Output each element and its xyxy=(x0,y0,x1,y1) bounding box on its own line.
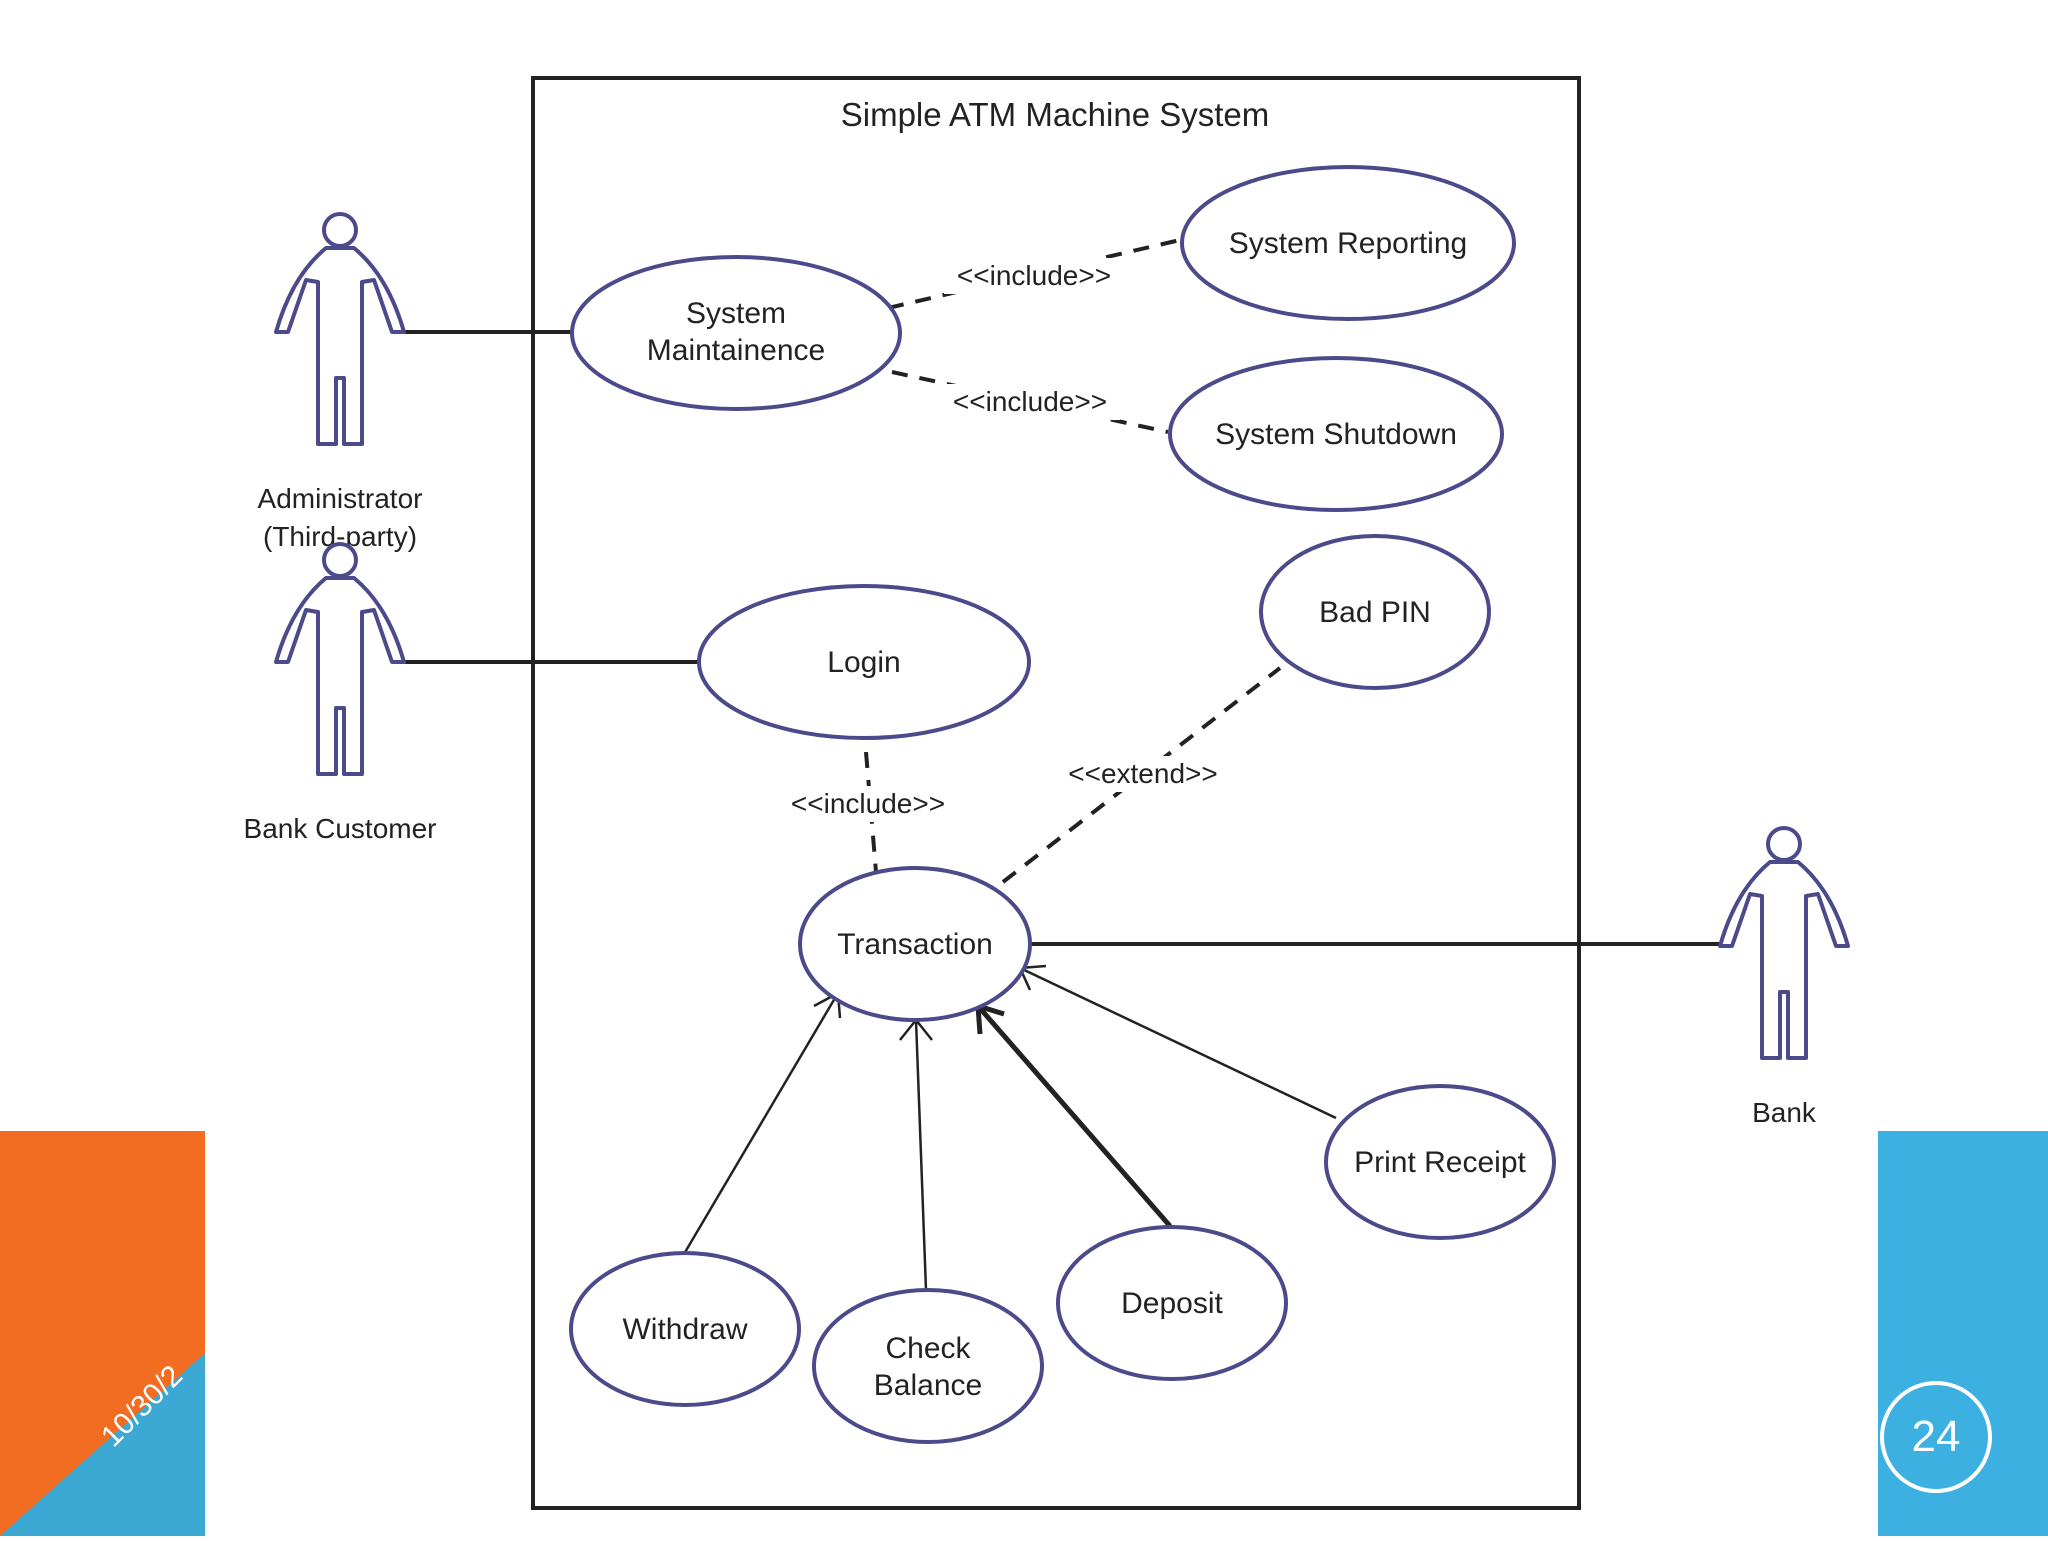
actor-label: Administrator xyxy=(258,483,423,514)
actor-bank-customer: Bank Customer xyxy=(244,542,437,844)
actor-bank: Bank xyxy=(1718,826,1850,1128)
include-label-login: <<include>> xyxy=(791,788,945,819)
system-boundary xyxy=(531,76,1581,1510)
generalization-check-balance xyxy=(914,1019,928,1291)
use-case-label: System Reporting xyxy=(1229,227,1467,260)
use-case-label: Maintainence xyxy=(647,334,825,367)
use-case-system-shutdown: System Shutdown xyxy=(1168,356,1504,512)
use-case-label: Print Receipt xyxy=(1354,1146,1526,1179)
actor-label: Bank Customer xyxy=(244,813,437,844)
use-case-label: Check xyxy=(885,1332,971,1365)
use-case-label: Login xyxy=(827,646,900,679)
include-label-reporting: <<include>> xyxy=(957,260,1111,291)
use-case-label: Deposit xyxy=(1121,1287,1223,1320)
extend-label-bad-pin: <<extend>> xyxy=(1068,758,1217,789)
use-case-bad-pin: Bad PIN xyxy=(1259,534,1491,690)
use-case-transaction: Transaction xyxy=(798,866,1032,1022)
use-case-label: System Shutdown xyxy=(1215,418,1457,451)
use-case-label: Bad PIN xyxy=(1319,596,1431,629)
use-case-system-reporting: System Reporting xyxy=(1180,165,1516,321)
page-number: 24 xyxy=(1880,1381,1992,1493)
use-case-label: Withdraw xyxy=(622,1313,747,1346)
generalization-deposit xyxy=(976,1004,1172,1228)
actor-label: Bank xyxy=(1752,1097,1817,1128)
use-case-label: Balance xyxy=(874,1369,982,1402)
use-case-print-receipt: Print Receipt xyxy=(1324,1084,1556,1240)
use-case-login: Login xyxy=(697,584,1031,740)
use-case-label: Transaction xyxy=(837,928,993,961)
use-case-withdraw: Withdraw xyxy=(569,1251,801,1407)
orange-corner-block xyxy=(0,1131,205,1536)
use-case-label: System xyxy=(686,297,786,330)
actor-administrator: Administrator (Third-party) xyxy=(258,212,423,552)
generalization-print-receipt xyxy=(1019,966,1337,1120)
use-case-check-balance: Check Balance xyxy=(812,1288,1044,1444)
generalization-withdraw xyxy=(682,992,840,1255)
use-case-system-maintenance: System Maintainence xyxy=(570,255,902,411)
use-case-deposit: Deposit xyxy=(1056,1225,1288,1381)
diagram-title: Simple ATM Machine System xyxy=(841,96,1270,133)
include-label-shutdown: <<include>> xyxy=(953,386,1107,417)
